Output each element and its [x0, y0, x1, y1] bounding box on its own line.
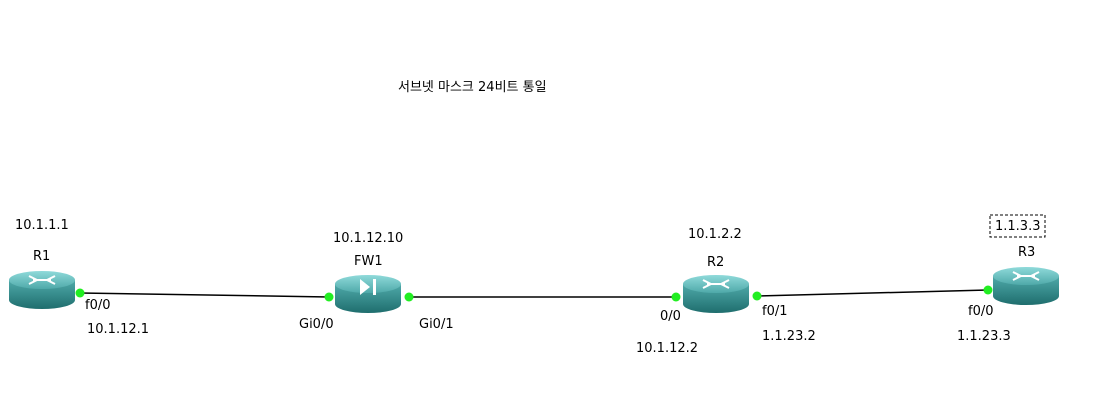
subnet-note: 서브넷 마스크 24비트 통일 — [398, 80, 547, 95]
port-up-indicator[interactable] — [671, 292, 681, 302]
interface-address: 1.1.23.2 — [762, 329, 816, 344]
device-loopback-label: 10.1.1.1 — [15, 218, 69, 233]
device-name-label: FW1 — [354, 254, 383, 269]
address-labels: 10.1.12.1 10.1.12.2 1.1.23.2 1.1.23.3 — [87, 322, 1011, 356]
firewall-icon — [335, 275, 401, 313]
port-label: f0/0 — [85, 298, 111, 313]
port-up-indicator[interactable] — [752, 291, 762, 301]
port-labels: f0/0 Gi0/0 Gi0/1 0/0 f0/1 f0/0 — [85, 298, 994, 332]
interface-address: 10.1.12.2 — [636, 341, 698, 356]
device-fw1[interactable]: 10.1.12.10 FW1 — [333, 231, 403, 313]
port-up-indicator[interactable] — [324, 292, 334, 302]
port-label: f0/0 — [968, 304, 994, 319]
device-name-label: R1 — [33, 249, 50, 264]
links-layer — [79, 289, 989, 298]
port-label: 0/0 — [660, 309, 681, 324]
port-up-indicator[interactable] — [404, 292, 414, 302]
router-icon — [9, 271, 75, 309]
port-up-indicator[interactable] — [75, 288, 85, 298]
device-name-label: R3 — [1018, 245, 1035, 260]
router-icon — [683, 275, 749, 313]
port-label: Gi0/0 — [299, 317, 334, 332]
device-r3[interactable]: 1.1.3.3 R3 — [989, 214, 1059, 305]
link-r1-fw1[interactable] — [79, 292, 330, 298]
port-label: Gi0/1 — [419, 317, 454, 332]
port-up-indicator[interactable] — [983, 285, 993, 295]
device-loopback-label: 1.1.3.3 — [995, 219, 1040, 234]
device-loopback-label: 10.1.12.10 — [333, 231, 403, 246]
device-r1[interactable]: 10.1.1.1 R1 — [9, 218, 75, 309]
selection-box — [989, 214, 1046, 238]
interface-address: 1.1.23.3 — [957, 329, 1011, 344]
device-name-label: R2 — [707, 255, 724, 270]
link-r2-r3[interactable] — [756, 289, 989, 297]
interface-address: 10.1.12.1 — [87, 322, 149, 337]
router-icon — [993, 267, 1059, 305]
port-dots — [75, 285, 993, 302]
device-r2[interactable]: 10.1.2.2 R2 — [683, 227, 749, 313]
device-loopback-label: 10.1.2.2 — [688, 227, 742, 242]
port-label: f0/1 — [762, 304, 788, 319]
